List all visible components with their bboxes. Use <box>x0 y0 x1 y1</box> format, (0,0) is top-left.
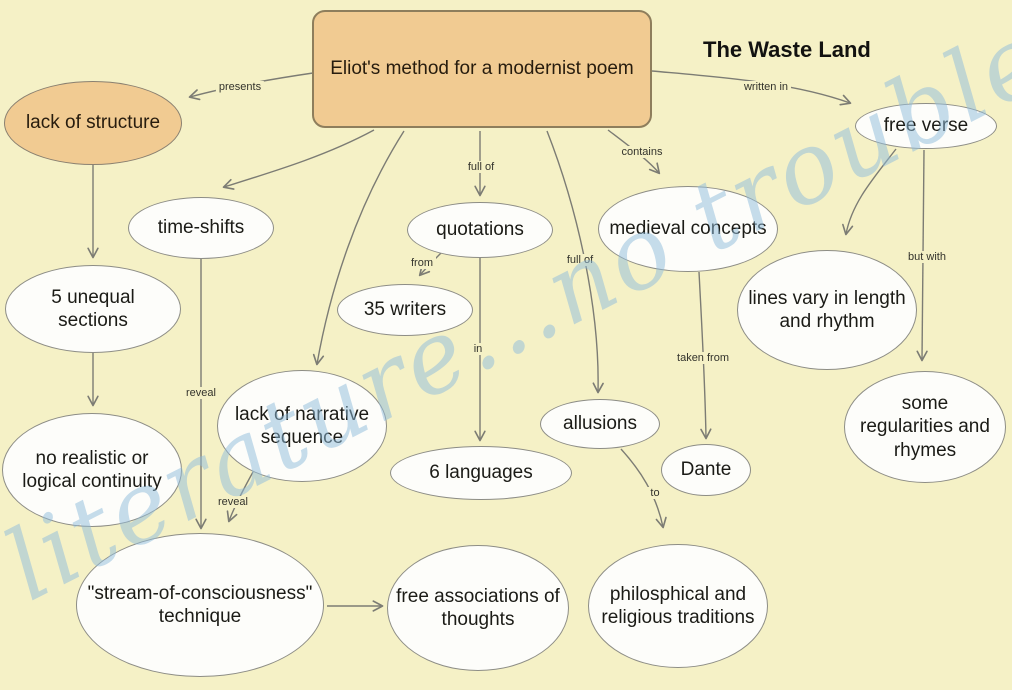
node-allusions: allusions <box>540 399 660 449</box>
node-thirty-five-writers: 35 writers <box>337 284 473 336</box>
edge-root-time-shifts <box>222 129 375 190</box>
node-philosophical-traditions: philosphical and religious traditions <box>588 544 768 668</box>
node-label: 35 writers <box>363 299 447 321</box>
edge-label-from: from <box>408 257 436 269</box>
edge-label-presents: presents <box>215 81 265 93</box>
edge-freeverse-linesvary <box>842 148 897 236</box>
edge-label-reveal-timeshifts: reveal <box>183 387 219 399</box>
node-label: no realistic or logical continuity <box>22 447 162 492</box>
map-title: The Waste Land <box>703 37 871 62</box>
node-free-associations: free associations of thoughts <box>387 545 569 671</box>
edge-label-full-of-allusions: full of <box>563 254 597 266</box>
node-label: philosphical and religious traditions <box>601 583 755 628</box>
node-six-languages: 6 languages <box>390 446 572 500</box>
node-lines-vary: lines vary in length and rhythm <box>737 250 917 370</box>
node-dante: Dante <box>661 444 751 496</box>
node-label: Dante <box>680 459 732 481</box>
node-label: free associations of thoughts <box>396 585 560 630</box>
node-label: allusions <box>563 413 637 435</box>
node-label: lack of structure <box>25 112 161 134</box>
edge-label-in: in <box>470 343 486 355</box>
edge-to-philosophical <box>620 448 667 529</box>
node-stream-of-consciousness: "stream-of-consciousness" technique <box>76 533 324 677</box>
root-concept-label: Eliot's method for a modernist poem <box>330 58 634 80</box>
edge-root-lack-narrative <box>312 130 405 366</box>
edge-label-taken-from: taken from <box>674 352 732 364</box>
node-lack-of-structure: lack of structure <box>4 81 182 165</box>
edge-label-contains: contains <box>618 146 666 158</box>
edge-label-but-with: but with <box>905 251 949 263</box>
node-label: 6 languages <box>429 462 533 484</box>
node-no-realistic-continuity: no realistic or logical continuity <box>2 413 182 527</box>
edge-label-written-in: written in <box>740 81 792 93</box>
node-five-unequal-sections: 5 unequal sections <box>5 265 181 353</box>
node-medieval-concepts: medieval concepts <box>598 186 778 272</box>
node-some-regularities: some regularities and rhymes <box>844 371 1006 483</box>
edge-label-to: to <box>647 487 663 499</box>
node-label: "stream-of-consciousness" technique <box>87 582 313 627</box>
node-label: lack of narrative sequence <box>234 403 370 448</box>
edge-label-full-of-quotations: full of <box>464 161 498 173</box>
edge-label-reveal-narrative: reveal <box>215 496 251 508</box>
node-lack-of-narrative-sequence: lack of narrative sequence <box>217 370 387 482</box>
node-label: quotations <box>436 219 524 241</box>
root-concept-box: Eliot's method for a modernist poem <box>312 10 652 128</box>
node-free-verse: free verse <box>855 103 997 149</box>
node-quotations: quotations <box>407 202 553 258</box>
node-label: time-shifts <box>157 217 245 239</box>
node-label: lines vary in length and rhythm <box>748 287 906 332</box>
node-label: free verse <box>883 115 969 137</box>
node-label: 5 unequal sections <box>51 286 135 331</box>
node-label: medieval concepts <box>609 218 767 240</box>
node-time-shifts: time-shifts <box>128 197 274 259</box>
node-label: some regularities and rhymes <box>860 393 990 461</box>
